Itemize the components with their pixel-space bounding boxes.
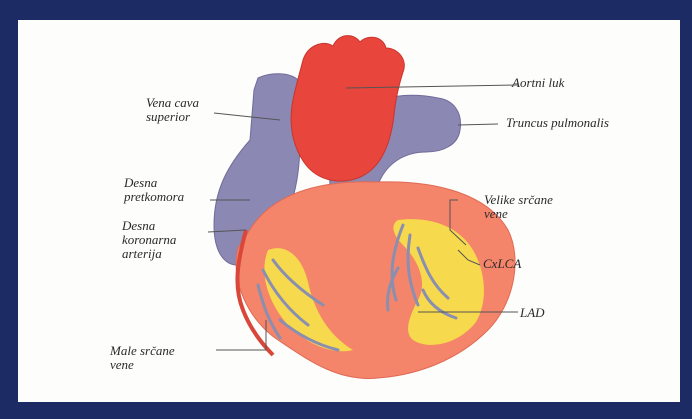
- label-male-srcane-vene: Male srčane vene: [110, 344, 175, 372]
- label-lad: LAD: [520, 306, 545, 320]
- label-vena-cava-superior: Vena cava superior: [146, 96, 199, 124]
- leader-truncus: [458, 124, 498, 125]
- label-truncus-pulmonalis: Truncus pulmonalis: [506, 116, 609, 130]
- label-velike-srcane-vene: Velike srčane vene: [484, 193, 553, 221]
- label-aortni-luk: Aortni luk: [512, 76, 564, 90]
- label-desna-pretkomora: Desna pretkomora: [124, 176, 184, 204]
- label-cxlca: CxLCA: [483, 257, 521, 271]
- label-desna-koronarna-arterija: Desna koronarna arterija: [122, 219, 176, 261]
